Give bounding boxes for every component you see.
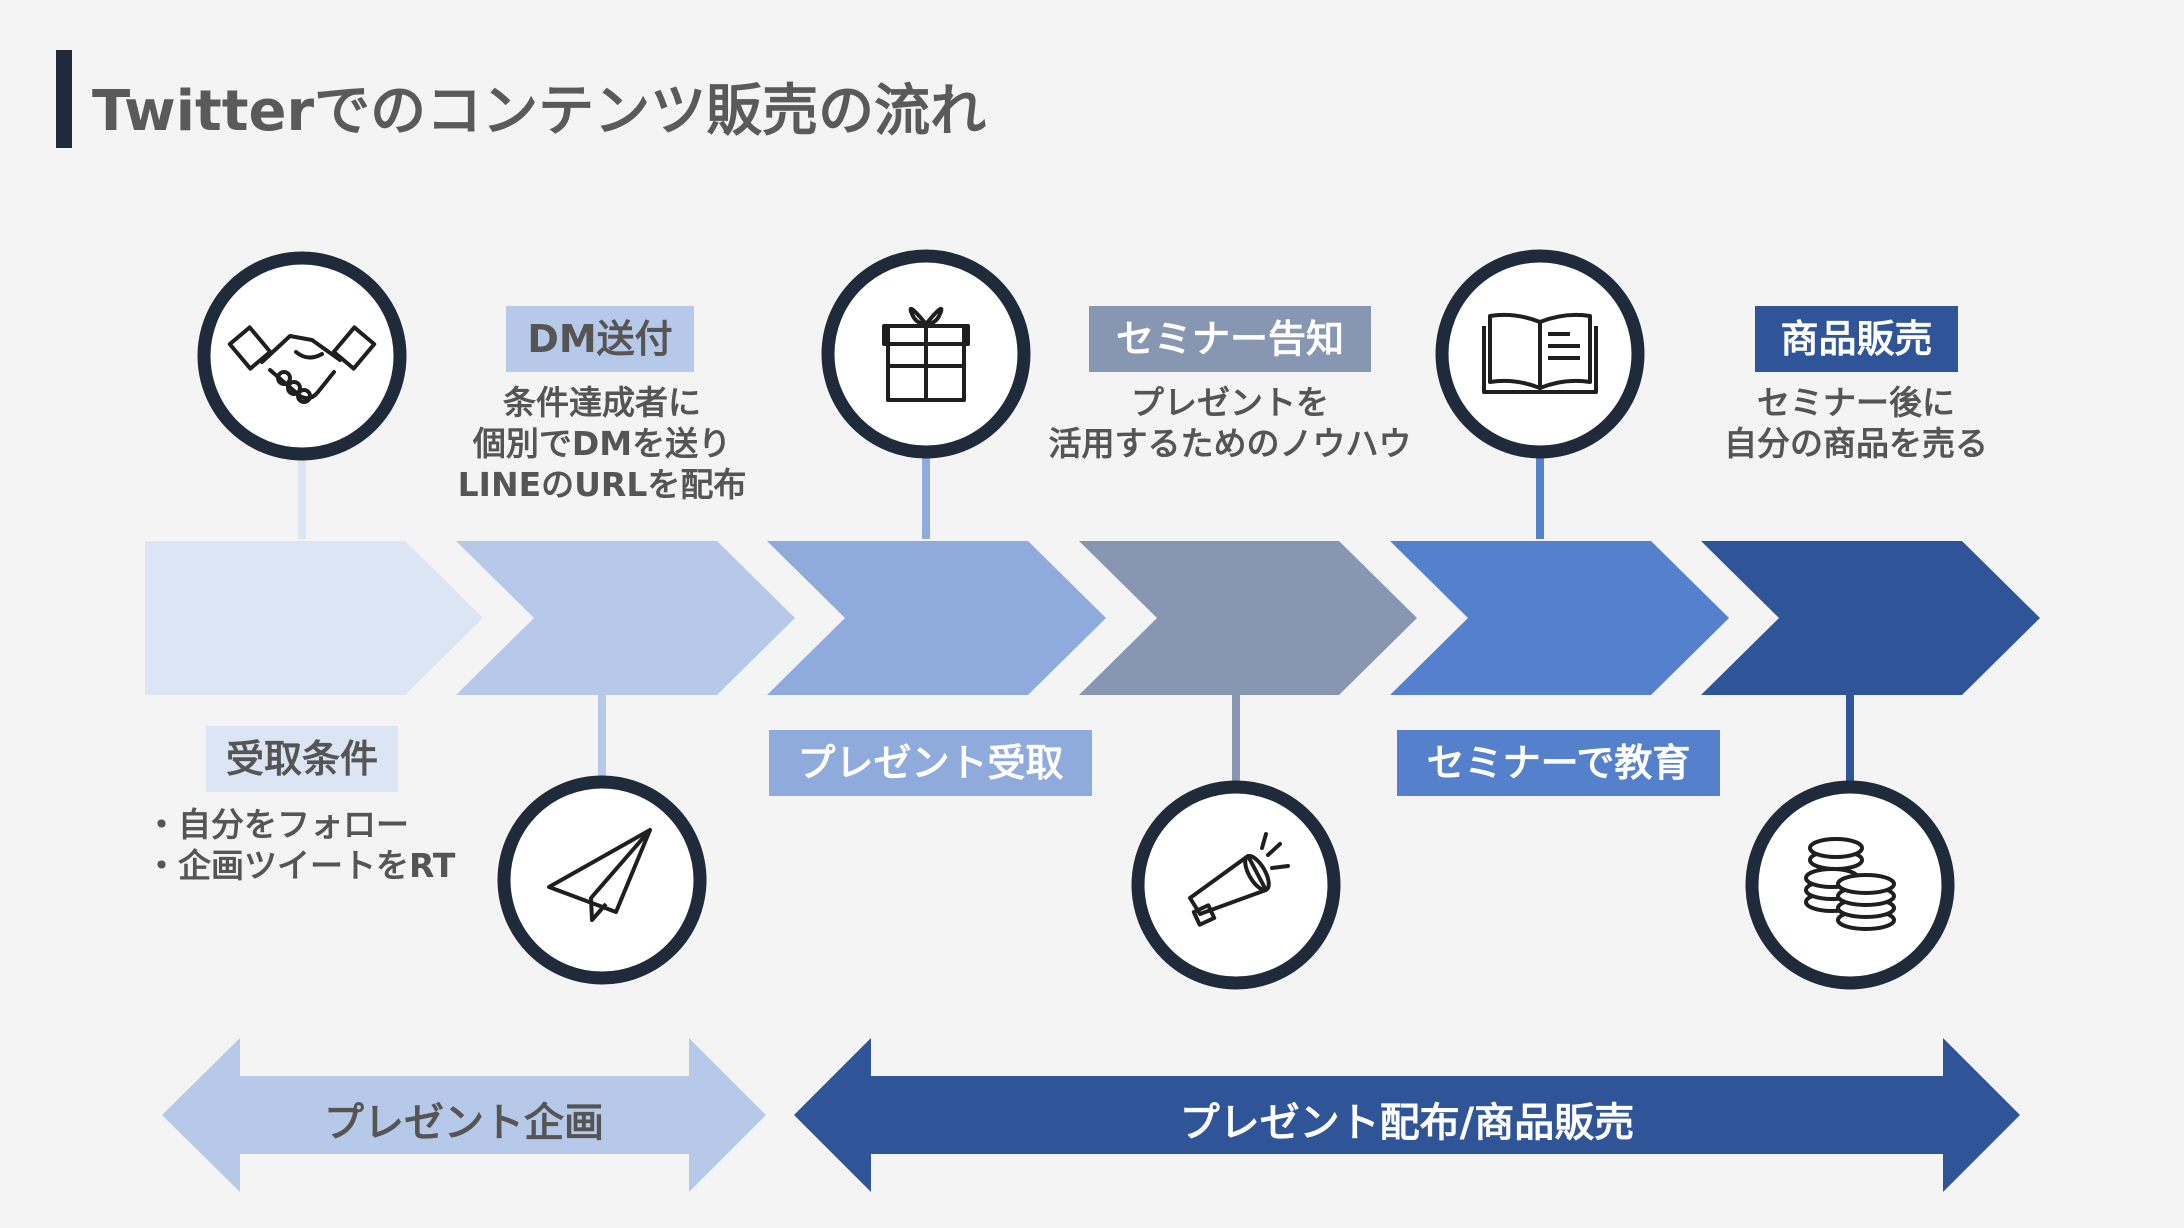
step-2-line-2: 個別でDMを送り: [472, 424, 732, 463]
phase-1-label: プレゼント企画: [324, 1100, 604, 1146]
step-2-line-1: 条件達成者に: [503, 383, 701, 422]
step-4-description: プレゼントを 活用するためのノウハウ: [1030, 382, 1430, 464]
step-1-description: ・自分をフォロー ・企画ツイートをRT: [145, 804, 455, 886]
connector-1: [298, 455, 306, 539]
chevron-3: [767, 541, 1106, 695]
step-2-label: DM送付: [506, 306, 694, 372]
step-6-label: 商品販売: [1755, 306, 1958, 372]
chevron-2: [456, 541, 795, 695]
phase-arrow-1: [162, 1038, 766, 1192]
chevron-1: [145, 541, 483, 695]
connector-6: [1846, 695, 1854, 785]
paper-plane-icon: [547, 828, 652, 922]
step-4-line-1: プレゼントを: [1131, 383, 1329, 422]
connector-3: [922, 455, 930, 539]
step-6-line-1: セミナー後に: [1757, 383, 1955, 422]
step-1-label: 受取条件: [206, 726, 398, 792]
connector-5: [1536, 455, 1544, 539]
handshake-icon: [227, 325, 377, 404]
gift-icon: [882, 306, 970, 402]
step-4-icon-circle: [1131, 780, 1341, 990]
connector-4: [1232, 695, 1240, 785]
book-icon: [1482, 312, 1598, 394]
step-2-icon-circle: [497, 775, 707, 985]
step-1-line-1: ・自分をフォロー: [145, 805, 409, 844]
coins-icon: [1804, 837, 1896, 931]
step-3-label: プレゼント受取: [769, 730, 1092, 796]
phase-arrow-2: [794, 1038, 2020, 1192]
megaphone-icon: [1188, 832, 1290, 927]
phase-2-label: プレゼント配布/商品販売: [1179, 1100, 1635, 1146]
step-2-description: 条件達成者に 個別でDMを送り LINEのURLを配布: [452, 382, 752, 505]
step-4-label: セミナー告知: [1089, 306, 1371, 372]
page-title: Twitterでのコンテンツ販売の流れ: [92, 79, 987, 144]
step-4-line-2: 活用するためのノウハウ: [1048, 424, 1412, 463]
step-5-label: セミナーで教育: [1397, 730, 1720, 796]
chevron-5: [1390, 541, 1729, 695]
chevron-6: [1701, 541, 2040, 695]
step-2-line-3: LINEのURLを配布: [457, 465, 747, 504]
step-6-description: セミナー後に 自分の商品を売る: [1706, 382, 2006, 464]
connector-2: [598, 695, 606, 780]
step-6-line-2: 自分の商品を売る: [1724, 424, 1988, 463]
title-accent-bar: [56, 50, 72, 148]
chevron-4: [1079, 541, 1417, 695]
step-1-line-2: ・企画ツイートをRT: [145, 846, 456, 885]
